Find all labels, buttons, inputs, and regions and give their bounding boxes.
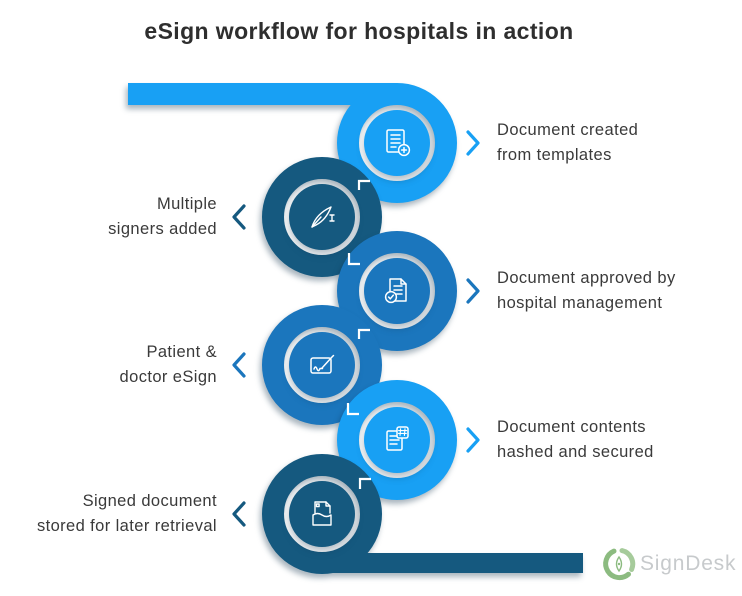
workflow-segment-2: [262, 157, 382, 277]
archive-document-icon: [312, 501, 332, 526]
step-1-label-line2: from templates: [497, 146, 612, 164]
workflow-segment-4: [262, 305, 382, 425]
junction-bracket-5: [358, 477, 371, 489]
step-2-label-line1: Multiple: [156, 195, 217, 213]
step-3-chevron-right-icon: [466, 278, 480, 304]
step-6-label: Signed document stored for later retriev…: [37, 489, 217, 539]
junction-bracket-4: [346, 403, 359, 416]
signdesk-logo: SignDesk: [601, 546, 736, 582]
step-3-circle: [364, 258, 430, 324]
step-5-label-line1: Document contents: [497, 418, 646, 436]
step-4-chevron-left-icon: [232, 352, 246, 378]
document-hash-icon: [386, 426, 409, 451]
step-3-label-line2: hospital management: [497, 294, 663, 312]
step-5-label: Document contents hashed and secured: [497, 415, 654, 465]
step-6-label-line1: Signed document: [82, 492, 217, 510]
page-title: eSign workflow for hospitals in action: [144, 18, 574, 44]
signature-quill-icon: [311, 206, 335, 228]
step-5-ring: [337, 380, 457, 500]
step-4-circle: [289, 332, 355, 398]
step-1-label: Document created from templates: [497, 118, 638, 168]
junction-bracket-3: [357, 328, 370, 339]
junction-bracket-1: [357, 179, 370, 190]
workflow-segment-1: [128, 83, 457, 203]
workflow-segment-3: [337, 231, 457, 351]
step-2-circle: [289, 184, 355, 250]
step-1-chevron-right-icon: [466, 130, 480, 156]
document-add-icon: [386, 129, 411, 157]
junction-brackets: [346, 179, 371, 489]
step-1-ring: [337, 83, 457, 203]
step-3-label-line1: Document approved by: [497, 269, 676, 287]
workflow-segment-5: [337, 380, 457, 500]
signdesk-logo-text: SignDesk: [640, 552, 737, 575]
junction-bracket-2: [347, 253, 360, 266]
step-2-chevron-left-icon: [232, 204, 246, 230]
signdesk-nib-mark-icon: [603, 548, 636, 581]
step-4-label-line1: Patient &: [146, 343, 217, 361]
step-3-ring: [337, 231, 457, 351]
step-3-label: Document approved by hospital management: [497, 266, 676, 316]
step-2-ring: [262, 157, 382, 277]
step-4-label-line2: doctor eSign: [119, 368, 217, 386]
step-1-label-line1: Document created: [497, 121, 639, 139]
step-6-circle: [289, 481, 355, 547]
step-5-label-line2: hashed and secured: [497, 443, 654, 461]
step-6-label-line2: stored for later retrieval: [36, 517, 217, 535]
step-4-ring: [262, 305, 382, 425]
step-2-label: Multiple signers added: [108, 192, 217, 242]
document-approved-icon: [384, 278, 407, 304]
step-5-chevron-right-icon: [466, 427, 480, 453]
step-4-label: Patient & doctor eSign: [120, 340, 217, 390]
workflow-segment-6: [262, 454, 583, 574]
step-6-chevron-left-icon: [232, 501, 246, 527]
step-2-label-line2: signers added: [108, 220, 217, 238]
esign-pad-icon: [310, 354, 335, 374]
